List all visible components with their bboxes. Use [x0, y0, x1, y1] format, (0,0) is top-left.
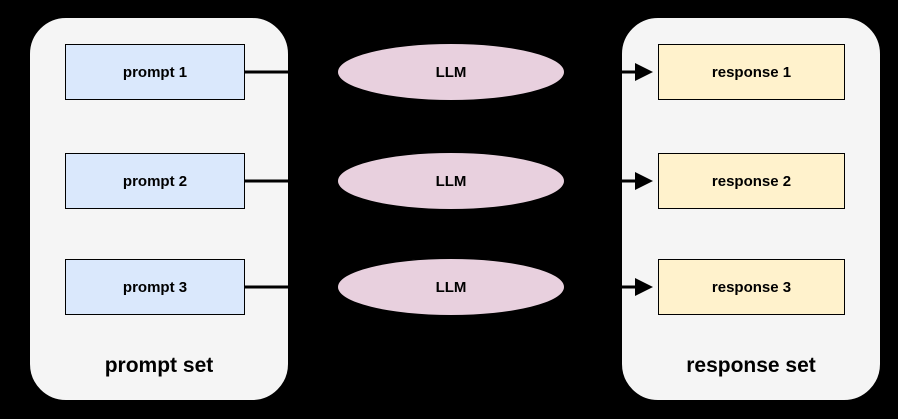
prompt-node-3-label: prompt 3	[122, 278, 188, 296]
response-node-2-label: response 2	[711, 172, 792, 190]
response-node-2: response 2	[658, 153, 845, 209]
llm-node-1-label: LLM	[435, 63, 467, 81]
prompt-node-1: prompt 1	[65, 44, 245, 100]
response-node-1: response 1	[658, 44, 845, 100]
llm-node-1: LLM	[337, 43, 565, 101]
llm-node-3-label: LLM	[435, 278, 467, 296]
prompt-node-2-label: prompt 2	[122, 172, 188, 190]
response-node-3-label: response 3	[711, 278, 792, 296]
prompt-set-label: prompt set	[104, 354, 214, 377]
prompt-node-3: prompt 3	[65, 259, 245, 315]
response-node-1-label: response 1	[711, 63, 792, 81]
llm-node-2-label: LLM	[435, 172, 467, 190]
llm-node-3: LLM	[337, 258, 565, 316]
response-node-3: response 3	[658, 259, 845, 315]
llm-node-2: LLM	[337, 152, 565, 210]
prompt-node-2: prompt 2	[65, 153, 245, 209]
prompt-node-1-label: prompt 1	[122, 63, 188, 81]
response-set-label: response set	[686, 354, 816, 377]
